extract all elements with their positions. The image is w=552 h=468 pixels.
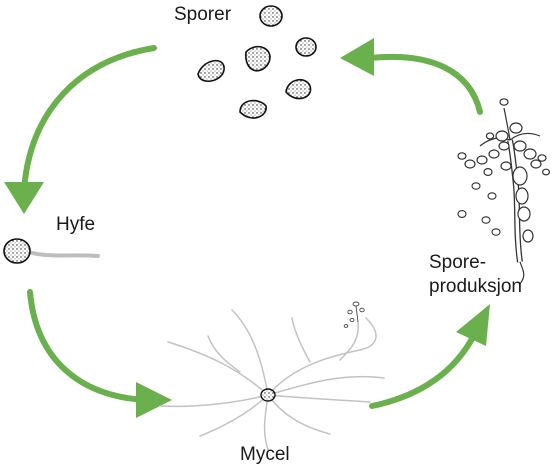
spore bbox=[239, 99, 267, 119]
germinating-spore bbox=[3, 238, 100, 264]
arrow-spore-production-to-spores bbox=[367, 53, 483, 115]
released-spores bbox=[457, 182, 501, 236]
arrow-spores-to-hypha bbox=[21, 45, 157, 193]
hypha-strand bbox=[26, 250, 100, 258]
label-spore-production-line1: Spore- bbox=[429, 252, 486, 273]
spores-cluster bbox=[197, 5, 317, 119]
arrow-head-hypha-to-mycelium bbox=[136, 382, 172, 418]
spore bbox=[245, 46, 271, 72]
arrow-head-spores-to-hypha bbox=[4, 182, 44, 214]
arrow-head-spore-production-to-spores bbox=[340, 38, 374, 76]
label-mycelium: Mycel bbox=[240, 444, 290, 465]
label-hypha: Hyfe bbox=[56, 214, 95, 235]
cycle-arrows bbox=[4, 38, 490, 418]
spore-producing-sporophore bbox=[457, 98, 550, 285]
spore bbox=[197, 59, 225, 82]
small-sporophore bbox=[343, 301, 365, 328]
spore bbox=[285, 79, 312, 100]
arrow-head-mycelium-to-spore-production bbox=[456, 304, 490, 346]
label-spore-production-line2: produksjon bbox=[429, 276, 522, 297]
central-spore bbox=[260, 388, 276, 402]
spore bbox=[3, 238, 31, 264]
arrow-hypha-to-mycelium bbox=[27, 289, 148, 403]
mycelium-network bbox=[159, 309, 385, 451]
label-spores: Sporer bbox=[174, 4, 232, 25]
spore bbox=[295, 37, 317, 57]
arrow-mycelium-to-spore-production bbox=[369, 332, 477, 409]
spore bbox=[259, 5, 283, 27]
